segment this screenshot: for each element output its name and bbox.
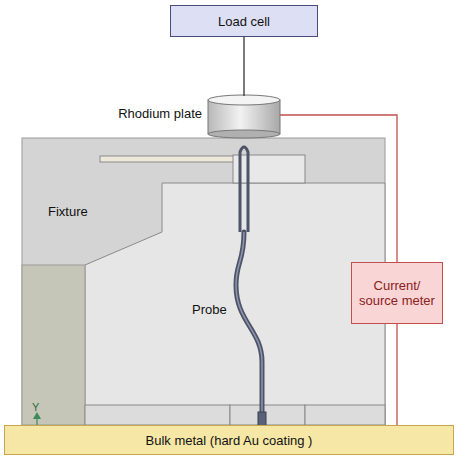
fixture-region: Fixture (22, 138, 385, 450)
probe-label: Probe (192, 302, 227, 317)
base-block (85, 405, 230, 425)
bulk-metal-bar: Bulk metal (hard Au coating ) (4, 425, 454, 455)
probe-hook (240, 147, 248, 232)
guide-block (233, 155, 305, 183)
probe-wire (236, 232, 262, 418)
fixture-cavity (85, 183, 385, 425)
load-cell-rod (243, 37, 244, 96)
cylinder-base (208, 130, 280, 138)
axis-label: Y (32, 400, 39, 415)
measurement-wire (280, 115, 397, 262)
axis-arrow (33, 412, 41, 419)
node-text: Fixture (48, 204, 88, 219)
base-block (230, 405, 305, 425)
node-text: Bulk metal (hard Au coating ) (146, 433, 313, 448)
node-text: Current/ source meter (356, 278, 438, 308)
current-source-meter-box: Current/ source meter (351, 262, 443, 324)
probe-highlight (236, 232, 262, 418)
base-block (305, 405, 385, 425)
node-text: Rhodium plate (116, 106, 204, 121)
load-cell-box: Load cell (170, 5, 318, 37)
node-text: Load cell (218, 14, 270, 29)
probe-guide-plate (100, 156, 235, 162)
fixture-body (22, 138, 385, 450)
probe-tip (258, 412, 266, 426)
cylinder-top (208, 95, 280, 105)
measurement-wire (397, 324, 454, 440)
rhodium-plate: Rhodium plate (208, 96, 280, 134)
fixture-side-block (22, 265, 85, 425)
